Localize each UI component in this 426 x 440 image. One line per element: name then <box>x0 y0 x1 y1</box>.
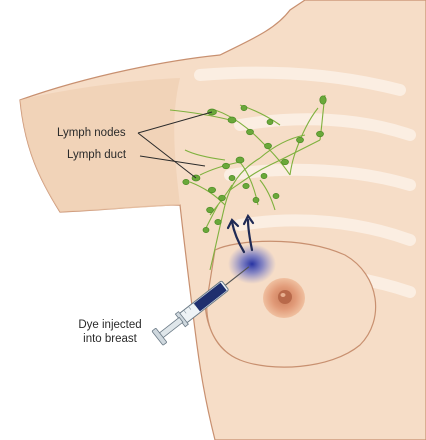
dye-label-line1: Dye injected <box>78 319 142 331</box>
arrow-up-icon <box>226 213 255 254</box>
arm-shading <box>20 78 180 212</box>
dye-injected-label: Dye injected into breast <box>60 318 160 346</box>
syringe-icon <box>151 266 250 346</box>
leader-lines <box>137 111 213 179</box>
lymph-nodes <box>182 95 327 233</box>
torso <box>19 0 426 440</box>
lymph-nodes-label: Lymph nodes <box>57 127 126 139</box>
nipple <box>278 290 292 304</box>
lymph-duct-label: Lymph duct <box>67 149 127 161</box>
dye-label-line2: into breast <box>83 333 137 345</box>
